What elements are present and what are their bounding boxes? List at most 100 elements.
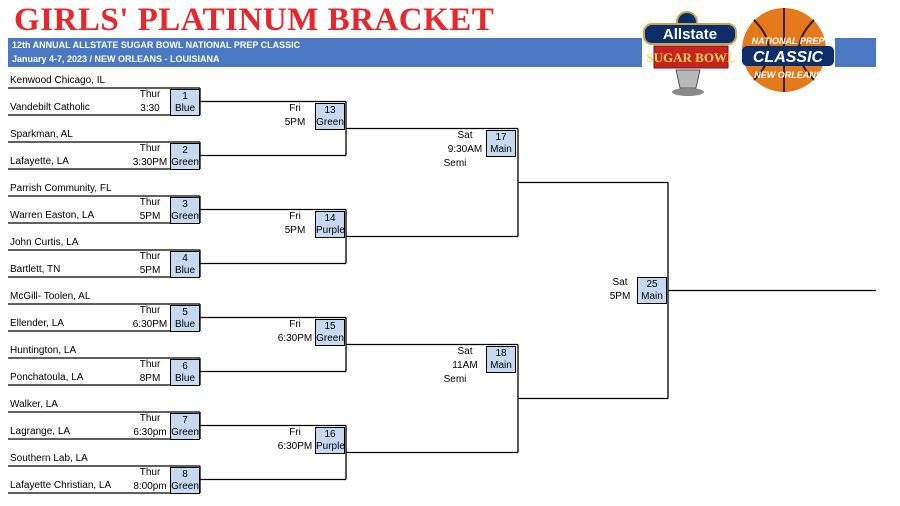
team-name: Huntington, LA	[10, 345, 77, 356]
page-title: GIRLS' PLATINUM BRACKET	[14, 2, 495, 38]
court-name: Main	[641, 290, 663, 302]
court-name: Green	[316, 116, 344, 128]
game-day: Thur	[139, 197, 161, 208]
round-label: Semi	[443, 373, 467, 385]
court-name: Main	[490, 143, 512, 155]
game-number: 14	[324, 212, 336, 224]
game-number: 4	[182, 253, 188, 264]
game-time: 5PM	[284, 116, 306, 128]
court-name: Green	[171, 211, 199, 222]
court-name: Purple	[316, 440, 345, 452]
team-name: Vandebilt Catholic	[10, 102, 90, 113]
game-time: 6:30PM	[277, 332, 313, 344]
game-time: 9:30AM	[447, 143, 483, 155]
trophy-icon	[675, 69, 701, 89]
game-time: 6:30pm	[133, 427, 167, 438]
court-name: Blue	[174, 265, 195, 276]
game-day: Thur	[139, 143, 161, 154]
game-time: 8PM	[139, 373, 161, 384]
logo-tag1: NATIONAL PREP	[752, 36, 826, 46]
game-number: 7	[182, 415, 188, 426]
game-day: Sat	[457, 129, 473, 141]
logo-tag2: CLASSIC	[753, 49, 824, 66]
court-name: Green	[171, 157, 199, 168]
game-number: 17	[495, 131, 507, 143]
game-day: Sat	[612, 276, 628, 288]
game-day: Thur	[139, 305, 161, 316]
team-name: Bartlett, TN	[10, 264, 61, 275]
game-time: 6:30PM	[277, 440, 313, 452]
game-day: Fri	[289, 210, 301, 222]
logo-tag3: NEW ORLEANS	[754, 70, 822, 80]
game-time: 6:30PM	[132, 319, 168, 330]
team-name: John Curtis, LA	[10, 237, 79, 248]
header-banner: 12th ANNUAL ALLSTATE SUGAR BOWL NATIONAL…	[8, 38, 642, 67]
game-number: 8	[182, 469, 188, 480]
team-name: Sparkman, AL	[10, 129, 73, 140]
court-name: Blue	[174, 373, 195, 384]
game-time: 5PM	[139, 265, 161, 276]
game-time: 5PM	[609, 290, 631, 302]
game-number: 1	[182, 91, 188, 102]
team-name: Warren Easton, LA	[10, 210, 95, 221]
team-name: Lafayette Christian, LA	[10, 480, 112, 491]
event-dates-location: January 4-7, 2023 / NEW ORLEANS - LOUISI…	[12, 54, 220, 64]
game-number: 3	[182, 199, 188, 210]
game-number: 25	[646, 278, 658, 290]
game-number: 2	[182, 145, 188, 156]
game-day: Sat	[457, 345, 473, 357]
team-name: Ponchatoula, LA	[10, 372, 84, 383]
game-time: 5PM	[139, 211, 161, 222]
logo-brand: Allstate	[663, 26, 717, 43]
game-time: 5PM	[284, 224, 306, 236]
court-name: Blue	[174, 103, 195, 114]
game-number: 18	[495, 347, 507, 359]
game-number: 16	[324, 428, 336, 440]
court-name: Main	[490, 359, 512, 371]
team-name: Ellender, LA	[10, 318, 64, 329]
game-day: Thur	[139, 359, 161, 370]
game-day: Thur	[139, 89, 161, 100]
team-name: Kenwood Chicago, IL	[10, 75, 106, 86]
game-time: 3:30	[140, 103, 160, 114]
game-number: 15	[324, 320, 336, 332]
event-name: 12th ANNUAL ALLSTATE SUGAR BOWL NATIONAL…	[12, 40, 301, 50]
team-name: McGill- Toolen, AL	[10, 291, 91, 302]
court-name: Purple	[316, 224, 345, 236]
game-day: Thur	[139, 251, 161, 262]
game-number: 5	[182, 307, 188, 318]
game-day: Fri	[289, 426, 301, 438]
game-time: 3:30PM	[132, 157, 168, 168]
sugar-bowl-logo: Allstate SUGAR BOWL NATIONAL PREP CLASSI…	[643, 8, 834, 96]
game-number: 13	[324, 104, 336, 116]
game-time: 11AM	[452, 359, 478, 371]
game-day: Thur	[139, 467, 161, 478]
team-name: Walker, LA	[10, 399, 58, 410]
game-day: Fri	[289, 102, 301, 114]
round-label: Semi	[443, 157, 467, 169]
court-name: Green	[316, 332, 344, 344]
team-name: Lagrange, LA	[10, 426, 71, 437]
game-day: Thur	[139, 413, 161, 424]
header-banner-end	[835, 38, 876, 67]
game-number: 6	[182, 361, 188, 372]
team-name: Lafayette, LA	[10, 156, 69, 167]
court-name: Blue	[174, 319, 195, 330]
logo-bowl: SUGAR BOWL	[646, 50, 736, 65]
